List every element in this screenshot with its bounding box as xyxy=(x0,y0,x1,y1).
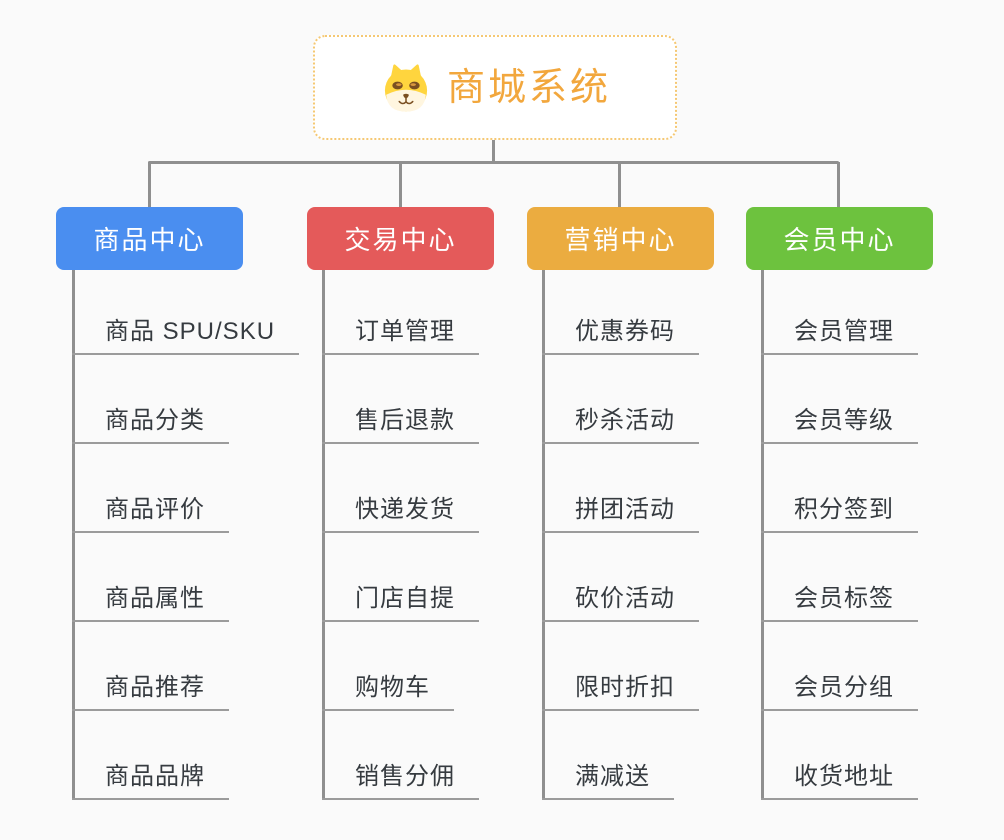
topic-node[interactable]: 商品分类 xyxy=(72,355,229,444)
topic-node[interactable]: 会员等级 xyxy=(761,355,918,444)
connector-column-1 xyxy=(72,270,75,800)
connector-drop-branch-1 xyxy=(148,162,151,208)
branch-column-trade-center: 订单管理 售后退款 快递发货 门店自提 购物车 销售分佣 xyxy=(322,266,479,800)
topic-node[interactable]: 会员标签 xyxy=(761,533,918,622)
connector-column-4 xyxy=(761,270,764,800)
branch-column-member-center: 会员管理 会员等级 积分签到 会员标签 会员分组 收货地址 xyxy=(761,266,918,800)
connector-trunk xyxy=(148,161,839,164)
topic-node[interactable]: 商品 SPU/SKU xyxy=(72,266,300,355)
connector-drop-branch-3 xyxy=(618,162,621,208)
connector-column-2 xyxy=(322,270,325,800)
topic-node[interactable]: 积分签到 xyxy=(761,444,918,533)
topic-node[interactable]: 会员管理 xyxy=(761,266,918,355)
branch-node-label: 营销中心 xyxy=(564,225,677,255)
topic-node[interactable]: 商品评价 xyxy=(72,444,229,533)
connector-root-drop xyxy=(492,138,495,164)
topic-node[interactable]: 商品品牌 xyxy=(72,711,229,800)
branch-node-member-center[interactable]: 会员中心 xyxy=(746,207,933,270)
branch-node-trade-center[interactable]: 交易中心 xyxy=(307,207,494,270)
topic-node[interactable]: 优惠券码 xyxy=(542,266,699,355)
connector-drop-branch-2 xyxy=(399,162,402,208)
topic-node[interactable]: 商品属性 xyxy=(72,533,229,622)
topic-node[interactable]: 销售分佣 xyxy=(322,711,479,800)
dog-face-icon xyxy=(384,63,428,112)
topic-node[interactable]: 拼团活动 xyxy=(542,444,699,533)
topic-node[interactable]: 秒杀活动 xyxy=(542,355,699,444)
topic-node[interactable]: 商品推荐 xyxy=(72,622,229,711)
topic-node[interactable]: 砍价活动 xyxy=(542,533,699,622)
branch-node-label: 商品中心 xyxy=(93,225,206,255)
topic-node[interactable]: 购物车 xyxy=(322,622,454,711)
topic-node[interactable]: 限时折扣 xyxy=(542,622,699,711)
topic-node[interactable]: 会员分组 xyxy=(761,622,918,711)
root-node-mall-system[interactable]: 商城系统 xyxy=(313,35,677,140)
branch-column-product-center: 商品 SPU/SKU 商品分类 商品评价 商品属性 商品推荐 商品品牌 xyxy=(72,266,300,800)
branch-node-marketing-center[interactable]: 营销中心 xyxy=(527,207,714,270)
topic-node[interactable]: 快递发货 xyxy=(322,444,479,533)
connector-column-3 xyxy=(542,270,545,800)
topic-node[interactable]: 售后退款 xyxy=(322,355,479,444)
topic-node[interactable]: 门店自提 xyxy=(322,533,479,622)
topic-node[interactable]: 收货地址 xyxy=(761,711,918,800)
topic-node[interactable]: 订单管理 xyxy=(322,266,479,355)
topic-node[interactable]: 满减送 xyxy=(542,711,674,800)
branch-node-product-center[interactable]: 商品中心 xyxy=(56,207,243,270)
branch-node-label: 会员中心 xyxy=(783,225,896,255)
branch-column-marketing-center: 优惠券码 秒杀活动 拼团活动 砍价活动 限时折扣 满减送 xyxy=(542,266,699,800)
connector-drop-branch-4 xyxy=(837,162,840,208)
root-node-label: 商城系统 xyxy=(446,66,611,109)
branch-node-label: 交易中心 xyxy=(344,225,457,255)
